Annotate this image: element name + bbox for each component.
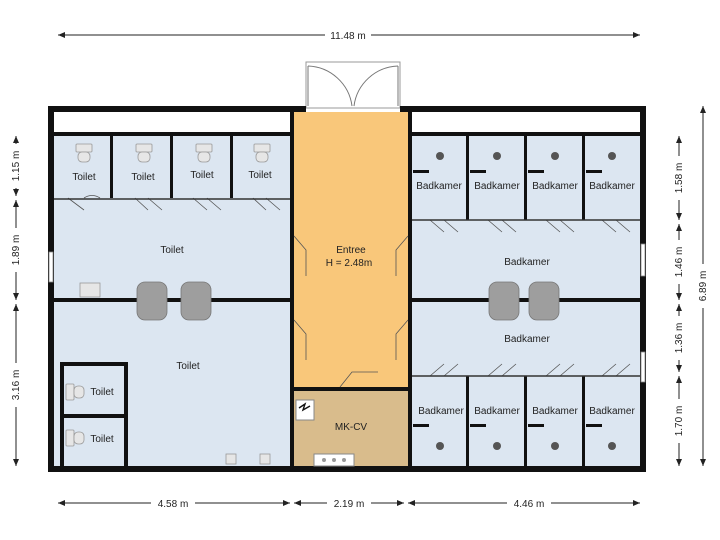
shower-bar-icon (586, 170, 602, 173)
windows (48, 243, 646, 383)
room-labels: Toilet Toilet Toilet Toilet Toilet Toile… (72, 170, 635, 445)
room-label-toilet-2: Toilet (131, 172, 155, 183)
toilet-bowl-icon (65, 429, 75, 447)
room-label-badkamer-top-4: Badkamer (589, 181, 635, 192)
room-label-badkamer-bot-1: Badkamer (418, 406, 464, 417)
shower-bar-icon (528, 170, 544, 173)
room-label-badkamer-bot-2: Badkamer (474, 406, 520, 417)
toilet-bowl-icon (73, 385, 85, 399)
shower-head-icon (608, 442, 616, 450)
dim-left-3-label: 3.16 m (11, 370, 22, 401)
shower-head-icon (493, 442, 501, 450)
toilet-bowl-icon (137, 151, 151, 163)
bin-icon (225, 453, 237, 465)
shower-head-icon (436, 442, 444, 450)
toilet-bowl-icon (253, 143, 271, 153)
toilet-bowl-icon (135, 143, 153, 153)
dim-bottom-right-label: 4.46 m (514, 499, 545, 510)
dim-right-1-label: 1.58 m (674, 163, 685, 194)
toilet-bowl-icon (75, 143, 93, 153)
room-label-toilet-1: Toilet (72, 172, 96, 183)
boiler-symbol-icon (298, 402, 311, 412)
room-label-badkamer-top-1: Badkamer (416, 181, 462, 192)
toilet-bowl-icon (255, 151, 269, 163)
room-label-badkamer-top-2: Badkamer (474, 181, 520, 192)
boiler-icon (295, 399, 315, 421)
fixtures (65, 143, 616, 467)
entrance-doors[interactable] (305, 61, 401, 109)
shower-head-icon (436, 152, 444, 160)
dim-right-4-label: 1.70 m (674, 406, 685, 437)
shower-bar-icon (470, 170, 486, 173)
shower-head-icon (608, 152, 616, 160)
room-label-toilet-mid: Toilet (160, 245, 184, 256)
shower-head-icon (551, 152, 559, 160)
washbasin-icon (136, 281, 168, 321)
toilet-bowl-icon (65, 383, 75, 401)
washbasin-icon (488, 281, 520, 321)
room-label-toilet-small-1: Toilet (90, 387, 114, 398)
dim-bottom-mid-label: 2.19 m (334, 499, 365, 510)
shower-bar-icon (528, 424, 544, 427)
shower-bar-icon (470, 424, 486, 427)
toilet-bowl-icon (77, 151, 91, 163)
dim-bottom-left-label: 4.58 m (158, 499, 189, 510)
walls (48, 106, 646, 472)
shower-bar-icon (413, 424, 429, 427)
room-label-mkcv: MK-CV (335, 422, 368, 433)
shower-bar-icon (413, 170, 429, 173)
toilet-bowl-icon (195, 143, 213, 153)
washbasin-icon (180, 281, 212, 321)
room-label-entree: Entree (336, 245, 366, 256)
room-label-badkamer-mid-2: Badkamer (504, 334, 550, 345)
room-label-toilet-4: Toilet (248, 170, 272, 181)
dim-left-2-label: 1.89 m (11, 235, 22, 266)
room-label-badkamer-top-3: Badkamer (532, 181, 578, 192)
toilet-bowl-icon (73, 431, 85, 445)
room-label-toilet-large: Toilet (176, 361, 200, 372)
room-label-entree-height: H = 2.48m (326, 258, 372, 269)
shower-bar-icon (586, 424, 602, 427)
room-label-badkamer-bot-4: Badkamer (589, 406, 635, 417)
dim-left-1-label: 1.15 m (11, 151, 22, 182)
dimension-lines: 11.48 m 4.58 m 2.19 m 4.46 m 1.15 m 1.89… (8, 28, 711, 510)
shower-head-icon (551, 442, 559, 450)
sink-icon (79, 282, 101, 298)
washbasin-icon (528, 281, 560, 321)
door-swings[interactable] (67, 195, 631, 388)
dim-right-2-label: 1.46 m (674, 247, 685, 278)
toilet-bowl-icon (197, 151, 211, 163)
dim-right-total-label: 6.89 m (698, 271, 709, 302)
bin-icon (259, 453, 271, 465)
shower-head-icon (493, 152, 501, 160)
entree-fill (294, 112, 408, 387)
room-label-badkamer-bot-3: Badkamer (532, 406, 578, 417)
room-label-toilet-small-2: Toilet (90, 434, 114, 445)
stall-fronts (54, 198, 640, 377)
room-label-badkamer-mid-1: Badkamer (504, 257, 550, 268)
dim-top-label: 11.48 m (330, 31, 365, 42)
dim-right-3-label: 1.36 m (674, 323, 685, 354)
room-label-toilet-3: Toilet (190, 170, 214, 181)
